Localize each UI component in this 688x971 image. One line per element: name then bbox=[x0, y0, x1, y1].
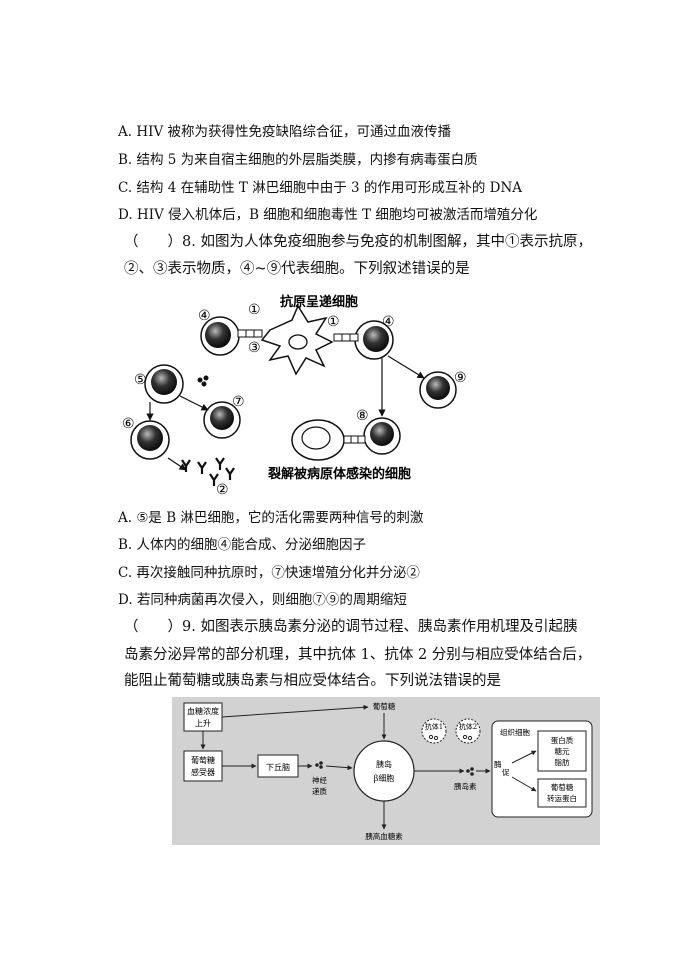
svg-text:抗体1: 抗体1 bbox=[425, 722, 443, 731]
label-5: ⑤ bbox=[134, 372, 147, 388]
q8-option-d: D. 若同种病菌再次侵入，则细胞⑦⑨的周期缩短 bbox=[118, 592, 407, 608]
svg-text:上升: 上升 bbox=[195, 719, 211, 728]
q7-option-c: C. 结构 4 在辅助性 T 淋巴细胞中由于 3 的作用可形成互补的 DNA bbox=[118, 180, 523, 196]
label-8: ⑧ bbox=[356, 408, 369, 424]
q8-option-a: A. ⑤是 B 淋巴细胞，它的活化需要两种信号的刺激 bbox=[118, 510, 424, 526]
svg-text:糖元: 糖元 bbox=[555, 746, 570, 756]
transporter-box bbox=[537, 778, 587, 808]
infected-cell bbox=[291, 419, 345, 461]
label-6: ⑥ bbox=[122, 416, 135, 432]
q8-stem-line1: （ ）8. 如图为人体免疫细胞参与免疫的机制图解，其中①表示抗原， bbox=[124, 234, 592, 250]
antigen-presenting-cell bbox=[260, 304, 334, 376]
cell-7 bbox=[203, 401, 241, 439]
products-box bbox=[537, 730, 587, 772]
svg-text:β细胞: β细胞 bbox=[374, 773, 395, 783]
q8-stem-line2: ②、③表示物质，④~⑨代表细胞。下列叙述错误的是 bbox=[124, 261, 470, 277]
label-3: ③ bbox=[248, 340, 261, 356]
svg-text:蛋白质: 蛋白质 bbox=[551, 735, 574, 745]
islet-beta-cell bbox=[353, 740, 415, 802]
svg-text:感受器: 感受器 bbox=[191, 767, 215, 777]
svg-text:血糖浓度: 血糖浓度 bbox=[187, 706, 219, 716]
lysis-label: 裂解被病原体感染的细胞 bbox=[267, 466, 411, 482]
svg-text:促: 促 bbox=[502, 768, 510, 777]
q9-stem-line2: 岛素分泌异常的部分机理，其中抗体 1、抗体 2 分别与相应受体结合后， bbox=[124, 647, 592, 663]
svg-text:葡萄糖: 葡萄糖 bbox=[551, 782, 574, 792]
svg-text:组织细胞: 组织细胞 bbox=[500, 727, 530, 737]
svg-text:递质: 递质 bbox=[312, 786, 327, 796]
svg-text:下丘脑: 下丘脑 bbox=[266, 762, 290, 772]
svg-text:胰岛: 胰岛 bbox=[376, 759, 392, 769]
svg-text:胰高血糖素: 胰高血糖素 bbox=[365, 831, 403, 841]
q9-stem-line3: 能阻止葡萄糖或胰岛素与相应受体结合。下列说法错误的是 bbox=[124, 673, 501, 689]
label-7: ⑦ bbox=[232, 394, 245, 410]
cell-4-right bbox=[354, 320, 394, 360]
svg-text:葡萄糖: 葡萄糖 bbox=[191, 755, 215, 765]
insulin-regulation-figure: 血糖浓度 上升 葡萄糖 感受器 下丘脑 神经 递质 胰岛 β细胞 葡萄糖 抗体1… bbox=[172, 697, 600, 845]
q7-option-b: B. 结构 5 为来自宿主细胞的外层脂类膜，内掺有病毒蛋白质 bbox=[118, 152, 478, 168]
cell-5 bbox=[144, 364, 184, 404]
svg-text:抗体2: 抗体2 bbox=[459, 722, 477, 731]
label-1-left: ① bbox=[248, 302, 261, 318]
svg-text:转运蛋白: 转运蛋白 bbox=[547, 793, 577, 803]
svg-text:酶: 酶 bbox=[494, 759, 502, 769]
immune-mechanism-figure: 抗原呈递细胞 ④ ① ③ ① ④ 接触 ⑤ ⑦ ⑥ bbox=[122, 294, 467, 498]
q9-stem-line1: （ ）9. 如图表示胰岛素分泌的调节过程、胰岛素作用机理及引起胰 bbox=[124, 619, 578, 635]
svg-text:葡萄糖: 葡萄糖 bbox=[373, 701, 396, 711]
q8-option-b: B. 人体内的细胞④能合成、分泌细胞因子 bbox=[118, 537, 367, 553]
q8-option-c: C. 再次接触同种抗原时，⑦快速增殖分化并分泌② bbox=[118, 565, 420, 581]
svg-text:胰岛素: 胰岛素 bbox=[454, 781, 477, 791]
antibody-2-circle bbox=[455, 718, 481, 744]
label-4-right: ④ bbox=[382, 314, 395, 330]
svg-text:脂肪: 脂肪 bbox=[555, 757, 570, 767]
label-9: ⑨ bbox=[454, 370, 467, 386]
antibody-1-circle bbox=[421, 718, 447, 744]
q7-option-d: D. HIV 侵入机体后，B 细胞和细胞毒性 T 细胞均可被激活而增殖分化 bbox=[118, 207, 538, 223]
apc-label: 抗原呈递细胞 bbox=[280, 294, 358, 310]
blood-glucose-box bbox=[183, 702, 223, 732]
label-4-left: ④ bbox=[198, 308, 211, 324]
label-2: ② bbox=[216, 482, 229, 498]
cell-9 bbox=[419, 371, 457, 409]
cell-6 bbox=[130, 420, 170, 460]
cell-8 bbox=[363, 417, 401, 455]
q7-option-a: A. HIV 被称为获得性免疫缺陷综合征，可通过血液传播 bbox=[118, 124, 451, 140]
svg-text:神经: 神经 bbox=[312, 775, 327, 785]
label-1-right: ① bbox=[327, 314, 340, 330]
